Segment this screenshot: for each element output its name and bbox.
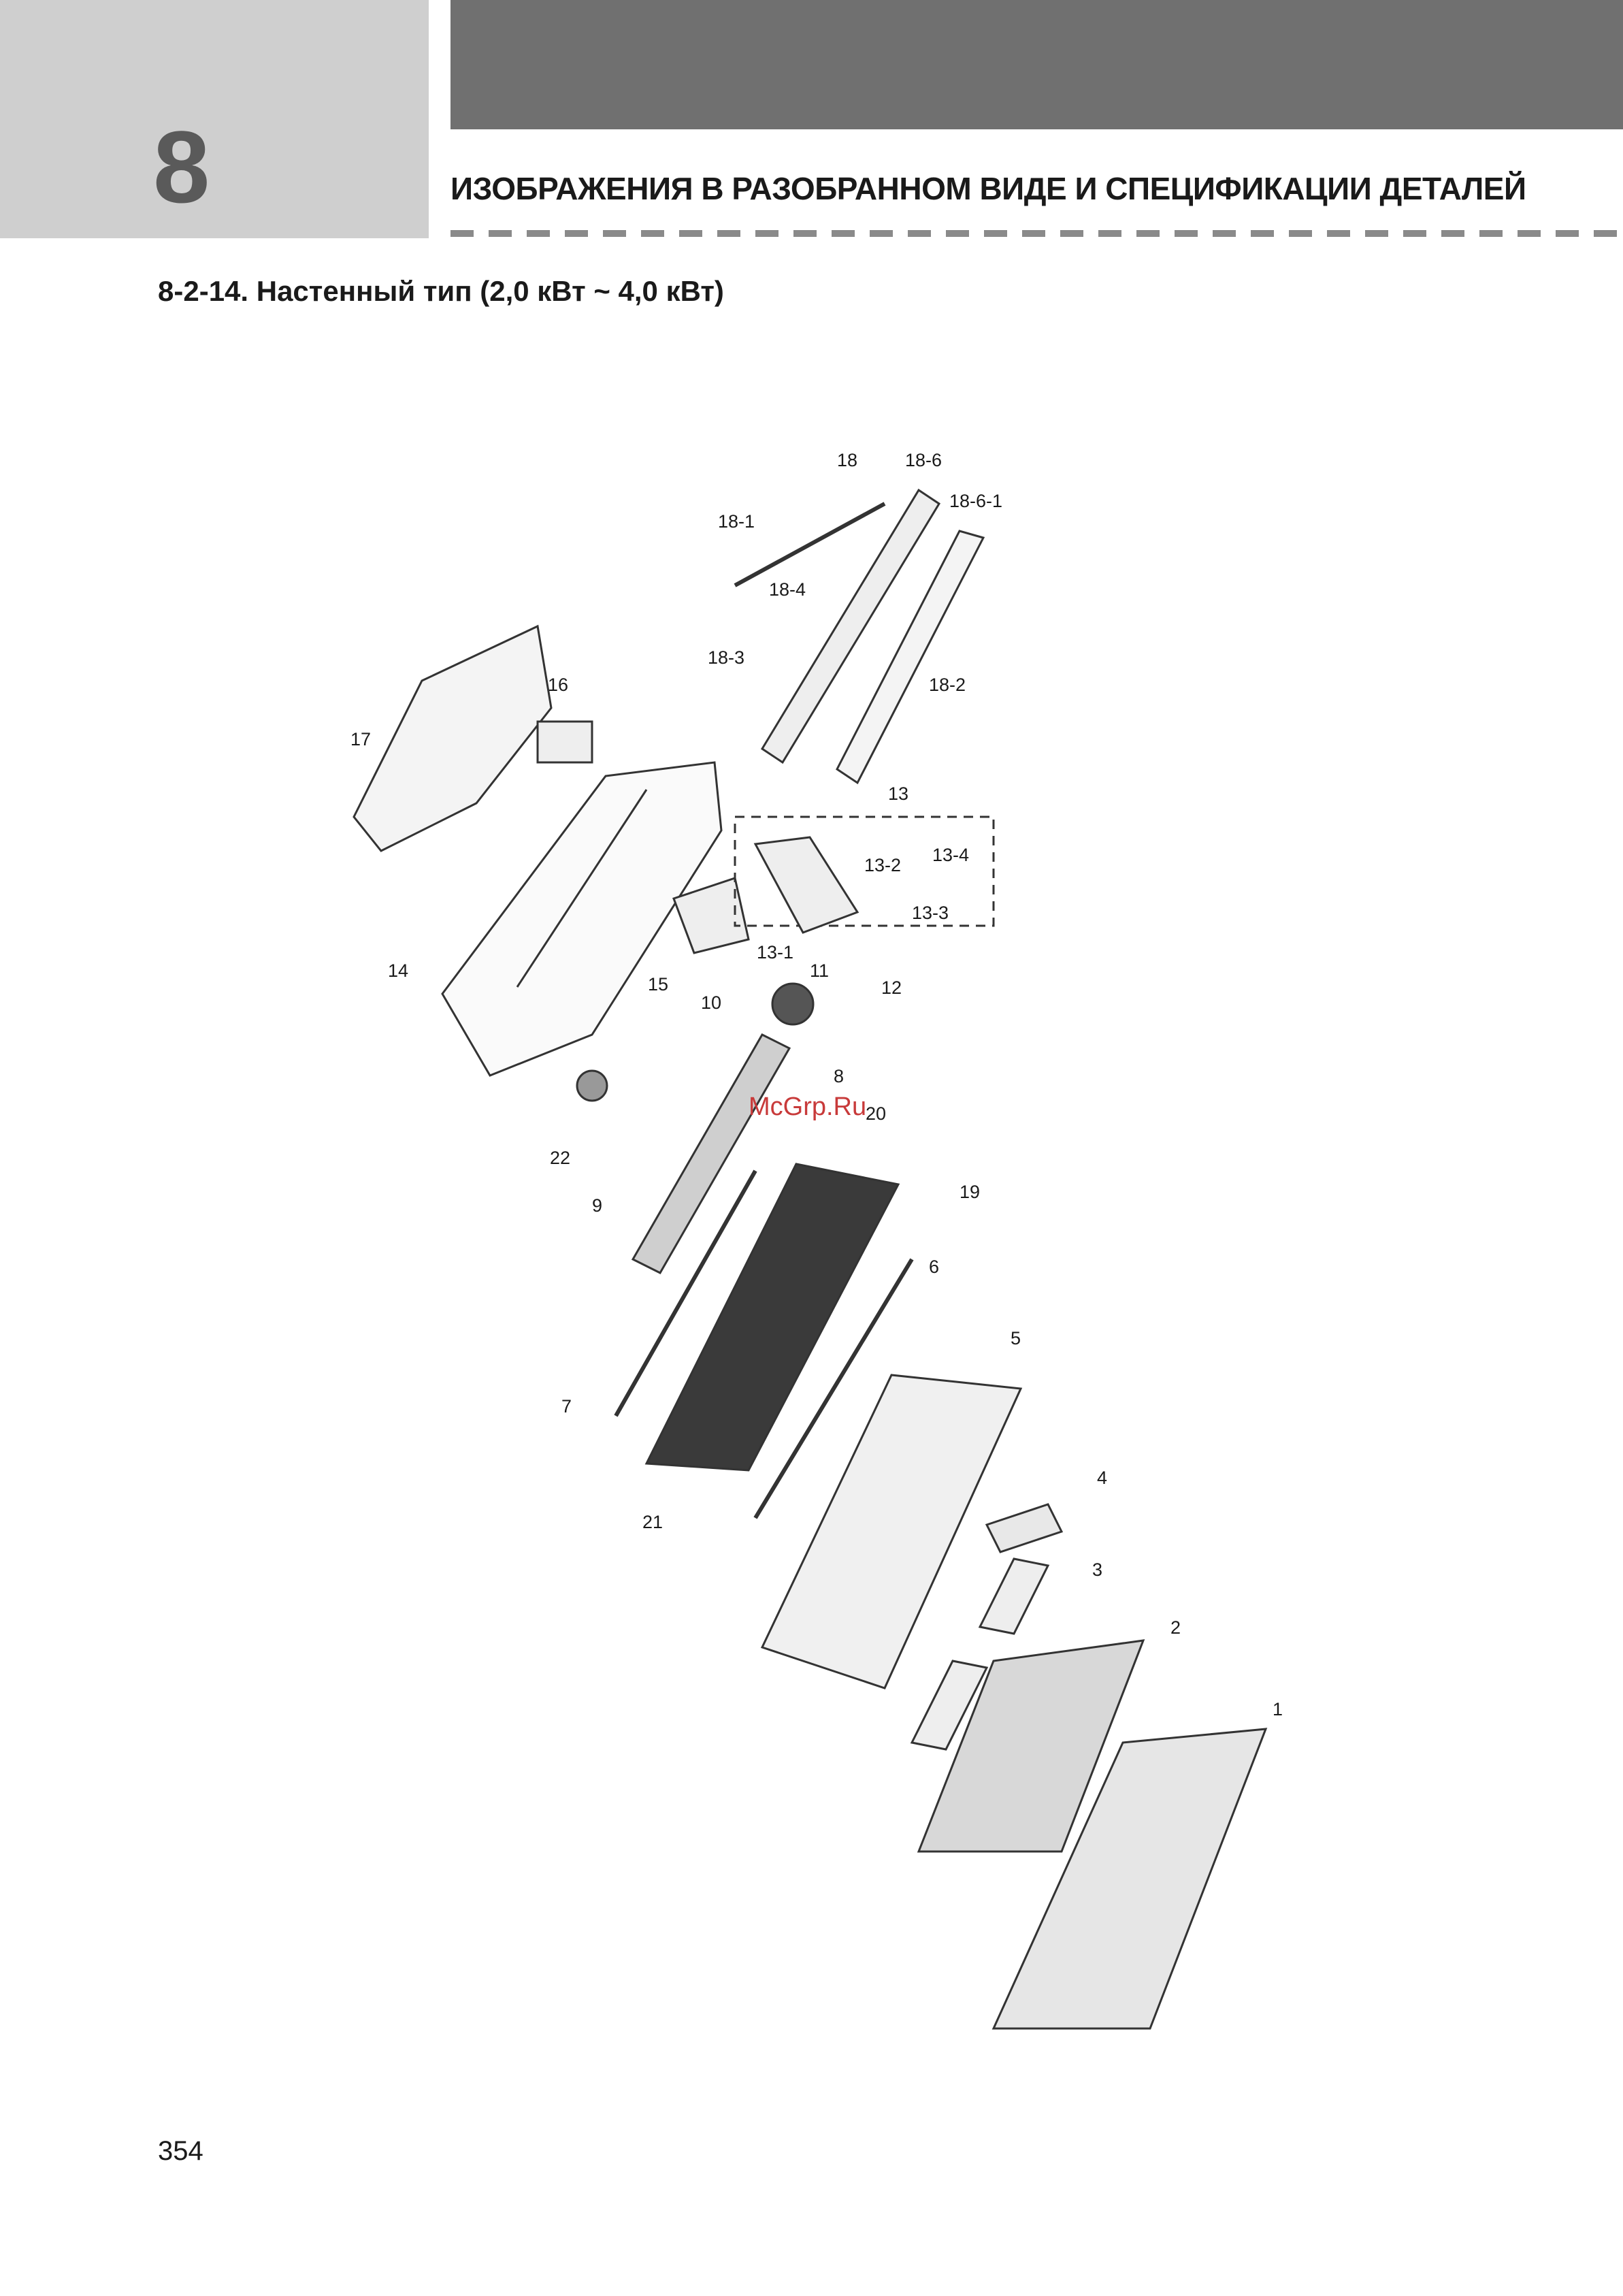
exploded-view-diagram: 18 18-6 18-6-1 18-1 18-4 18-3 18-2 16 17… xyxy=(0,408,1623,2056)
callout-13: 13 xyxy=(888,783,908,804)
louver-blade xyxy=(837,531,983,783)
callout-2: 2 xyxy=(1170,1617,1181,1638)
chassis xyxy=(442,762,721,1076)
callout-22: 22 xyxy=(550,1148,570,1168)
callout-18: 18 xyxy=(837,450,857,470)
callout-18-3: 18-3 xyxy=(708,647,744,668)
front-frame xyxy=(762,1375,1021,1688)
page-number: 354 xyxy=(158,2136,203,2167)
fan-motor xyxy=(772,984,813,1024)
chapter-number: 8 xyxy=(153,116,210,218)
callout-14: 14 xyxy=(388,960,408,981)
callout-9: 9 xyxy=(592,1195,602,1216)
callout-7: 7 xyxy=(561,1396,572,1417)
callout-10: 10 xyxy=(701,992,721,1013)
callout-21: 21 xyxy=(642,1512,663,1532)
callout-18-4: 18-4 xyxy=(769,579,806,600)
callout-6: 6 xyxy=(929,1257,939,1277)
callout-18-1: 18-1 xyxy=(718,511,755,532)
callout-1: 1 xyxy=(1273,1699,1283,1719)
callout-8: 8 xyxy=(834,1066,844,1086)
control-box xyxy=(755,837,857,933)
bracket xyxy=(538,722,592,762)
callout-13-2: 13-2 xyxy=(864,855,901,875)
callout-19: 19 xyxy=(960,1182,980,1202)
dashed-divider xyxy=(450,230,1623,237)
callout-5: 5 xyxy=(1011,1328,1021,1348)
callout-13-1: 13-1 xyxy=(757,942,793,963)
callout-11: 11 xyxy=(810,960,829,981)
callout-13-3: 13-3 xyxy=(912,903,949,923)
cover-plate xyxy=(987,1504,1062,1552)
callout-18-2: 18-2 xyxy=(929,675,966,695)
callout-4: 4 xyxy=(1097,1468,1107,1488)
callout-3: 3 xyxy=(1092,1559,1102,1580)
mounting-plate xyxy=(354,626,551,851)
callout-18-6: 18-6 xyxy=(905,450,942,470)
callout-20: 20 xyxy=(866,1103,886,1124)
chapter-tab xyxy=(0,0,429,238)
watermark: McGrp.Ru xyxy=(749,1093,866,1122)
callout-18-6-1: 18-6-1 xyxy=(949,491,1002,511)
bearing xyxy=(577,1071,607,1101)
page-title: ИЗОБРАЖЕНИЯ В РАЗОБРАННОМ ВИДЕ И СПЕЦИФИ… xyxy=(450,170,1526,207)
callout-12: 12 xyxy=(881,977,902,998)
section-title: 8-2-14. Настенный тип (2,0 кВт ~ 4,0 кВт… xyxy=(158,275,724,308)
header-bar xyxy=(450,0,1623,129)
callout-17: 17 xyxy=(350,729,371,749)
callout-13-4: 13-4 xyxy=(932,845,969,865)
callout-16: 16 xyxy=(548,675,568,695)
callout-15: 15 xyxy=(648,974,668,995)
filter-small-upper xyxy=(980,1559,1048,1634)
